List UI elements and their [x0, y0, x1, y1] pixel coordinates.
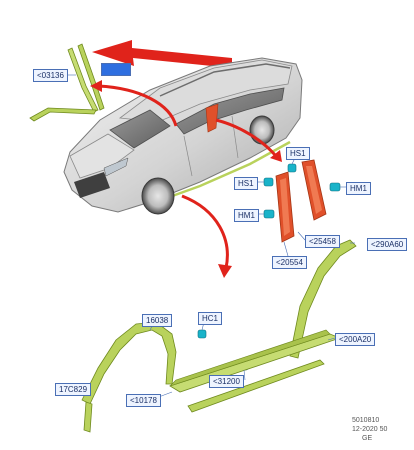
footer-region: GE	[362, 435, 373, 442]
footer-code: 5010810	[352, 417, 380, 424]
footer-date: 12-2020 50	[352, 426, 388, 433]
red-curved-arrow-sill	[181, 194, 232, 278]
roof-molding-part	[29, 43, 105, 122]
callout-hs1-top: HS1	[286, 147, 310, 160]
callout-03136: <03136	[33, 69, 68, 82]
pillar-applique-front	[275, 171, 295, 243]
callout-top-highlight	[101, 63, 131, 76]
red-curved-arrow-pillar	[215, 118, 282, 162]
callout-hm1-right: HM1	[346, 182, 371, 195]
callout-200a20: <200A20	[335, 333, 376, 346]
callout-hm1-left: HM1	[234, 209, 259, 222]
clip-hs1-left	[263, 177, 274, 187]
pillar-applique-rear	[301, 159, 327, 221]
front-wheel-arch-molding	[81, 321, 177, 433]
clip-hm1-right	[329, 182, 341, 192]
large-red-arrow	[92, 40, 232, 68]
callout-31200: <31200	[209, 375, 244, 388]
clip-hm1-left	[263, 209, 275, 219]
callout-20554: <20554	[272, 256, 307, 269]
red-curved-arrow-roof	[90, 80, 178, 127]
callout-10178: <10178	[126, 394, 161, 407]
clip-hc1	[197, 329, 207, 339]
callout-17c829: 17C829	[55, 383, 92, 396]
rocker-molding-lower	[187, 359, 325, 413]
callout-290a60: <290A60	[367, 238, 408, 251]
callout-hs1-left: HS1	[234, 177, 258, 190]
clip-hs1-top	[287, 163, 297, 173]
callout-hc1: HC1	[198, 312, 223, 325]
callout-25458: <25458	[305, 235, 340, 248]
callout-16038: 16038	[142, 314, 173, 327]
